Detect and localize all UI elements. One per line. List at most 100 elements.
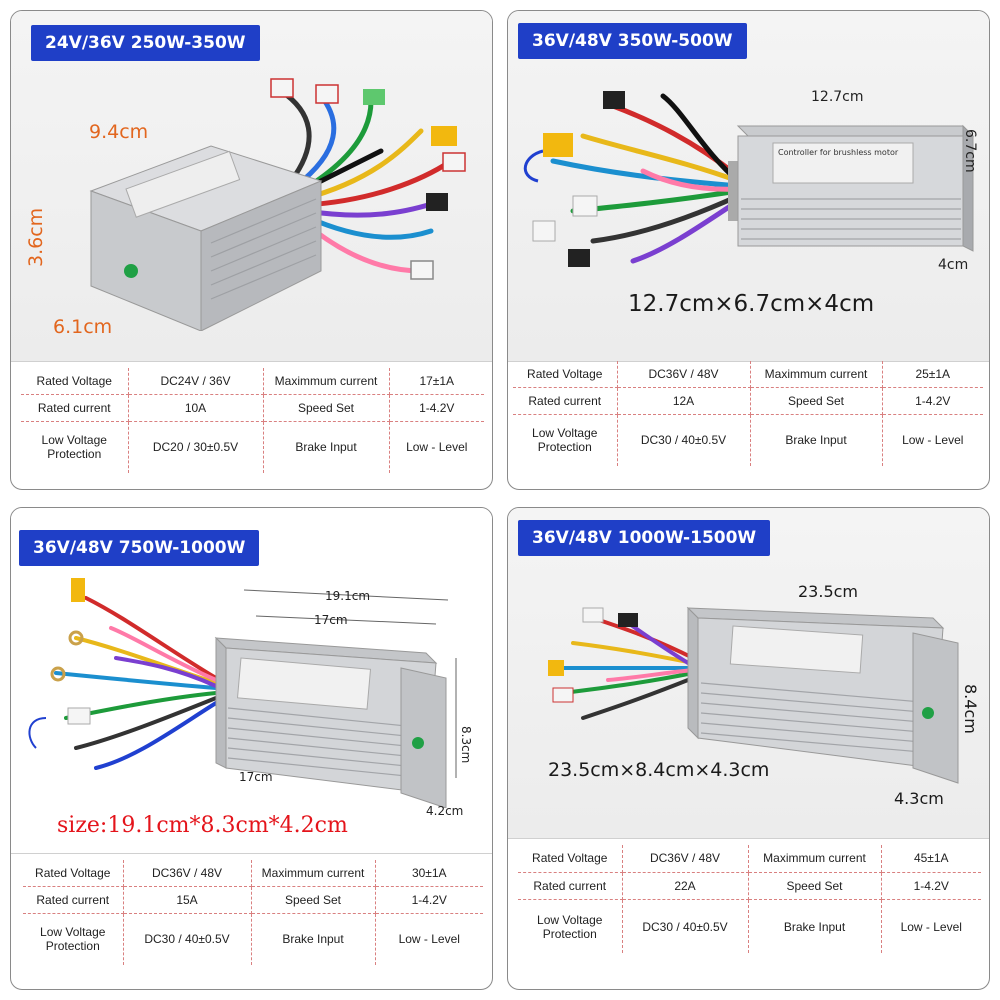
- spec-value: DC24V / 36V: [127, 368, 264, 395]
- spec-label: Brake Input: [262, 420, 390, 473]
- spec-value: 15A: [122, 885, 252, 914]
- device-label-text: Controller for brushless motor: [778, 148, 899, 157]
- spec-label: Maximmum current: [250, 860, 376, 887]
- overall-size-text: size:19.1cm*8.3cm*4.2cm: [57, 813, 348, 838]
- spec-value: 30±1A: [374, 860, 483, 887]
- dimension-length-label: 23.5cm: [798, 582, 859, 601]
- spec-value: DC36V / 48V: [621, 845, 749, 873]
- panel-title-badge: 36V/48V 750W-1000W: [19, 530, 260, 566]
- dimension-height-label: 8.4cm: [961, 684, 980, 734]
- spec-label: Rated current: [518, 871, 623, 901]
- dimension-outer-length-label: 19.1cm: [325, 589, 371, 603]
- spec-value: DC30 / 40±0.5V: [621, 899, 749, 953]
- dimension-height-label: 6.7cm: [962, 129, 978, 173]
- panel-title-badge: 24V/36V 250W-350W: [31, 25, 260, 61]
- spec-label: Rated current: [21, 393, 129, 422]
- controller-device-image: [89, 78, 466, 331]
- table-separator: [508, 838, 989, 839]
- spec-label: Maximmum current: [749, 361, 883, 388]
- spec-value: 12A: [616, 386, 751, 415]
- spec-value: DC20 / 30±0.5V: [127, 420, 264, 473]
- controller-device-image: [548, 606, 959, 784]
- spec-label: Rated Voltage: [23, 860, 124, 887]
- spec-value: 10A: [127, 393, 264, 422]
- spec-value: Low - Level: [881, 413, 983, 466]
- product-panel-1000-1500w: 36V/48V 1000W-1500W 23.5cm 8.4cm 4.3cm: [507, 507, 990, 990]
- spec-label: Brake Input: [749, 413, 883, 466]
- dimension-height-label: 3.6cm: [25, 207, 47, 267]
- spec-value: DC36V / 48V: [122, 860, 252, 887]
- spec-value: 17±1A: [388, 368, 484, 395]
- dimension-width-label: 6.1cm: [53, 316, 113, 338]
- spec-label: Speed Set: [749, 386, 883, 415]
- dimension-bottom-length-label: 17cm: [239, 770, 273, 784]
- spec-label: Rated current: [23, 885, 124, 914]
- dimension-length-label: 9.4cm: [89, 121, 149, 143]
- table-separator: [11, 361, 492, 362]
- spec-value: 1-4.2V: [880, 871, 981, 901]
- controller-device-image: Controller for brushless motor: [524, 91, 975, 267]
- dimension-height-label: 8.3cm: [459, 726, 473, 764]
- spec-value: 25±1A: [881, 361, 983, 388]
- spec-label: Speed Set: [250, 885, 376, 914]
- product-panel-250-350w: 24V/36V 250W-350W: [10, 10, 493, 490]
- spec-value: Low - Level: [880, 899, 981, 953]
- spec-label: Rated current: [513, 386, 618, 415]
- overall-size-text: 23.5cm×8.4cm×4.3cm: [548, 759, 770, 781]
- spec-label: Rated Voltage: [513, 361, 618, 388]
- spec-label: Brake Input: [250, 912, 376, 965]
- dimension-depth-label: 4.2cm: [426, 804, 464, 818]
- spec-value: DC30 / 40±0.5V: [616, 413, 751, 466]
- spec-label: Maximmum current: [747, 845, 882, 873]
- spec-value: 1-4.2V: [881, 386, 983, 415]
- spec-label: Maximmum current: [262, 368, 390, 395]
- spec-value: Low - Level: [388, 420, 484, 473]
- spec-label: Brake Input: [747, 899, 882, 953]
- spec-value: DC30 / 40±0.5V: [122, 912, 252, 965]
- spec-label: Rated Voltage: [21, 368, 129, 395]
- overall-size-text: 12.7cm×6.7cm×4cm: [628, 291, 875, 317]
- controller-device-image: [28, 578, 457, 808]
- spec-label: Speed Set: [747, 871, 882, 901]
- spec-label: Speed Set: [262, 393, 390, 422]
- product-panel-350-500w: 36V/48V 350W-500W Controller for br: [507, 10, 990, 490]
- panel-title-badge: 36V/48V 350W-500W: [518, 23, 747, 59]
- dimension-length-label: 12.7cm: [811, 89, 864, 105]
- spec-value: 1-4.2V: [374, 885, 483, 914]
- table-separator: [11, 853, 492, 854]
- spec-value: Low - Level: [374, 912, 483, 965]
- dimension-inner-length-label: 17cm: [314, 613, 348, 627]
- panel-title-badge: 36V/48V 1000W-1500W: [518, 520, 771, 556]
- product-panel-750-1000w: 36V/48V 750W-1000W: [10, 507, 493, 990]
- spec-value: 1-4.2V: [388, 393, 484, 422]
- spec-value: DC36V / 48V: [616, 361, 751, 388]
- dimension-depth-label: 4cm: [938, 257, 969, 273]
- spec-value: 22A: [621, 871, 749, 901]
- dimension-depth-label: 4.3cm: [894, 789, 944, 808]
- spec-value: 45±1A: [880, 845, 981, 873]
